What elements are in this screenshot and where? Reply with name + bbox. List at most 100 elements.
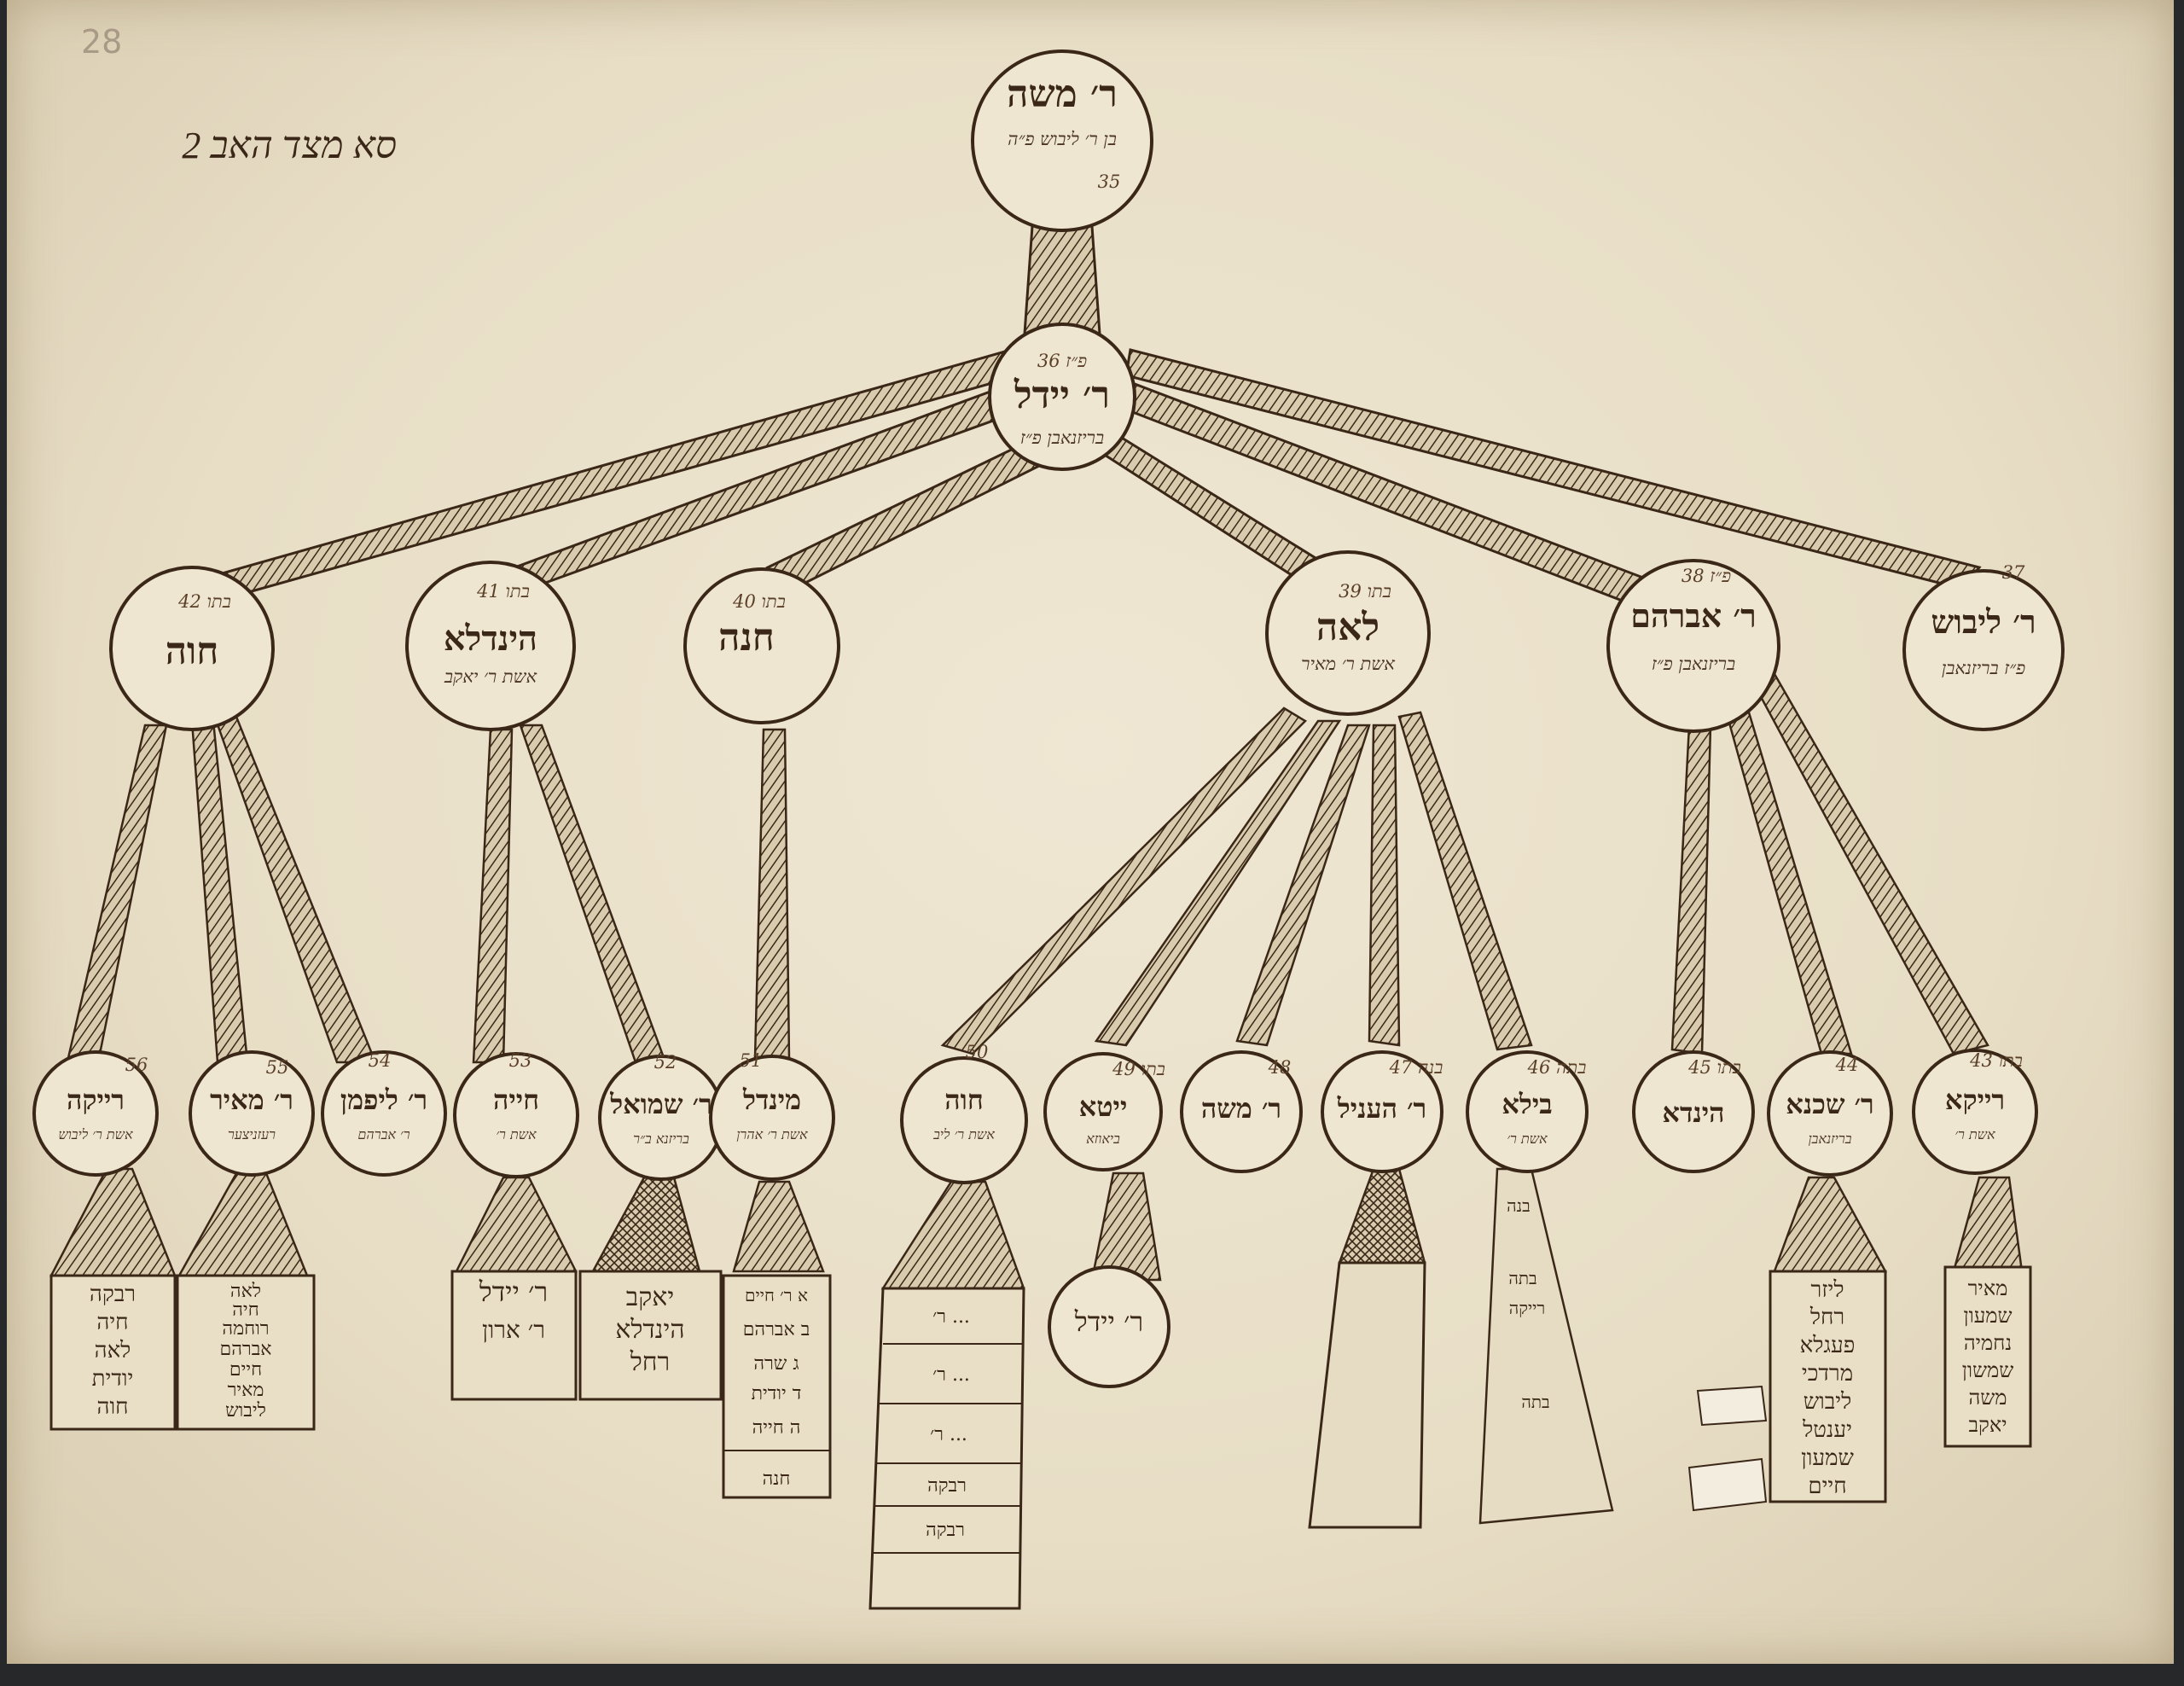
child-num: 40 בתו bbox=[732, 591, 786, 612]
child-num: 41 בתו bbox=[476, 581, 530, 602]
grandchild-name: ר׳ העניל bbox=[1337, 1092, 1427, 1125]
svg-text:ליזר: ליזר bbox=[1811, 1277, 1844, 1303]
svg-text:ד יודית: ד יודית bbox=[752, 1383, 802, 1404]
box-56: רבקה חיה לאה יודית חוה bbox=[49, 1274, 177, 1431]
node-child-chana[interactable]: 40 בתו חנה bbox=[683, 567, 840, 724]
grandchild-sub: אשת ר׳ אהרן bbox=[736, 1126, 808, 1142]
grandchild-num: 49 בתו bbox=[1112, 1059, 1165, 1079]
svg-text:ר׳ ...: ר׳ ... bbox=[932, 1364, 970, 1386]
node-grandchild-45[interactable]: 45 בתו הינדא bbox=[1632, 1050, 1755, 1173]
grandchild-sub: אשת ר׳ ליב bbox=[932, 1126, 995, 1142]
strip-47 bbox=[1308, 1261, 1426, 1529]
grandchild-sub: בריזנא ב״ר bbox=[633, 1131, 689, 1147]
box-43: מאיר שמעון נחמיה שמשון משה יאקב bbox=[1943, 1265, 2032, 1448]
node-child-lea[interactable]: 39 בתו לאה אשת ר׳ מאיר bbox=[1265, 550, 1431, 716]
grandchild-num: 43 בתו bbox=[1969, 1050, 2023, 1071]
grandchild-num: 48 bbox=[1268, 1057, 1292, 1078]
node-grandchild-48[interactable]: 48 ר׳ משה bbox=[1180, 1050, 1303, 1173]
box-55: לאה חיה רוחמה אברהם חיים מאיר ליבוש bbox=[176, 1274, 316, 1431]
child-sub: אשת ר׳ יאקב bbox=[444, 666, 537, 687]
box-52: יאקב הינדלא רחל bbox=[578, 1270, 723, 1401]
node-root[interactable]: ר׳ משה בן ר׳ ליבוש פ״ה 35 bbox=[971, 49, 1153, 232]
box-49: ר׳ יידל bbox=[1048, 1265, 1170, 1388]
grandchild-name: ר׳ שכנא bbox=[1786, 1088, 1874, 1120]
node-grandchild-49[interactable]: 49 בתו ייטא ביאוזא bbox=[1043, 1052, 1165, 1171]
node-grandchild-46[interactable]: 46 בתה בילא אשת ר׳ bbox=[1466, 1050, 1589, 1173]
svg-text:חוה: חוה bbox=[97, 1394, 129, 1420]
grandchild-name: חוה bbox=[944, 1084, 984, 1116]
root-sub: בן ר׳ ליבוש פ״ה bbox=[1008, 129, 1117, 149]
node-grandchild-44[interactable]: 44 ר׳ שכנא בריזנאבן bbox=[1767, 1050, 1893, 1177]
grandchild-num: 53 bbox=[509, 1050, 532, 1071]
node-grandchild-56[interactable]: 56 רייקה אשת ר׳ ליבוש bbox=[32, 1050, 159, 1177]
child-num: 38 פ״ז bbox=[1682, 566, 1731, 586]
box-51: א ר׳ חיים ב אברהם ג שרה ד יודית ה חייה ח… bbox=[722, 1274, 832, 1499]
node-child-chava[interactable]: 42 בתו חוה bbox=[109, 566, 275, 731]
box-50: ר׳ ... ר׳ ... ר׳ ... רבקה רבקה bbox=[868, 1287, 1025, 1610]
node-grandchild-53[interactable]: 53 חייה אשת ר׳ bbox=[453, 1050, 579, 1178]
child-sub: פ״ז בריזנאבן bbox=[1942, 658, 2025, 678]
root-name: ר׳ משה bbox=[1007, 73, 1118, 116]
grandchild-num: 52 bbox=[654, 1052, 677, 1073]
svg-text:הינדלא: הינדלא bbox=[615, 1315, 684, 1345]
grandchild-name: בילא bbox=[1502, 1088, 1552, 1120]
child-name: חנה bbox=[718, 616, 775, 660]
grandchild-sub: בריזנאבן bbox=[1809, 1131, 1852, 1147]
node-grandchild-52[interactable]: 52 ר׳ שמואל בריזנא ב״ר bbox=[598, 1052, 724, 1181]
margin-note: 2 סא מצד האב bbox=[182, 125, 397, 166]
grandchild-sub: אשת ר׳ bbox=[496, 1126, 537, 1142]
svg-text:ר׳ ...: ר׳ ... bbox=[932, 1306, 970, 1328]
second-name: ר׳ יידל bbox=[1014, 374, 1110, 417]
grandchild-sub: אשת ר׳ bbox=[1955, 1126, 1995, 1142]
node-grandchild-51[interactable]: 51 מינדל אשת ר׳ אהרן bbox=[709, 1050, 835, 1181]
grandchild-name: ר׳ משה bbox=[1201, 1092, 1281, 1125]
svg-text:מרדכי: מרדכי bbox=[1802, 1361, 1853, 1387]
grandchild-num: 56 bbox=[125, 1055, 148, 1075]
grandchild-num: 47 בנה bbox=[1389, 1057, 1443, 1078]
svg-text:נחמיה: נחמיה bbox=[1964, 1331, 2012, 1355]
grandchild-name: ר׳ מאיר bbox=[210, 1084, 293, 1116]
grandchild-num: 45 בתו bbox=[1687, 1057, 1741, 1078]
node-grandchild-43[interactable]: 43 בתו רייקא אשת ר׳ bbox=[1912, 1049, 2038, 1175]
grandchild-name: הינדא bbox=[1662, 1096, 1724, 1129]
grandchild-sub: רעזניצער bbox=[228, 1126, 276, 1142]
svg-text:חיים: חיים bbox=[229, 1359, 262, 1381]
svg-text:חיים: חיים bbox=[1808, 1474, 1846, 1499]
node-grandchild-54[interactable]: 54 ר׳ ליפמן ר׳ אברהם bbox=[321, 1050, 447, 1177]
svg-text:ר׳ ...: ר׳ ... bbox=[930, 1424, 967, 1445]
grandchild-sub: אשת ר׳ ליבוש bbox=[58, 1126, 133, 1142]
node-grandchild-47[interactable]: 47 בנה ר׳ העניל bbox=[1321, 1050, 1443, 1173]
grandchild-name: רייקא bbox=[1945, 1084, 2005, 1116]
grandchild-name: ר׳ ליפמן bbox=[340, 1084, 427, 1116]
svg-text:ר׳ יידל: ר׳ יידל bbox=[1074, 1305, 1143, 1338]
svg-text:רבקה: רבקה bbox=[927, 1475, 967, 1497]
svg-text:משה: משה bbox=[1968, 1386, 2007, 1410]
svg-text:רבקה: רבקה bbox=[90, 1282, 136, 1307]
grandchild-num: 44 bbox=[1835, 1055, 1859, 1075]
svg-text:שמעון: שמעון bbox=[1963, 1304, 2012, 1328]
svg-text:בתה: בתה bbox=[1508, 1268, 1536, 1288]
svg-text:יענטל: יענטל bbox=[1802, 1417, 1852, 1443]
child-name: הינדלא bbox=[444, 619, 537, 659]
child-sub: בריזנאבן פ״ז bbox=[1652, 654, 1735, 674]
grandchild-num: 50 bbox=[966, 1042, 989, 1062]
box-44: ליזר רחל פעגלא מרדכי ליבוש יענטל שמעון ח… bbox=[1769, 1270, 1887, 1503]
node-child-hindla[interactable]: 41 בתו הינדלא אשת ר׳ יאקב bbox=[405, 561, 576, 731]
node-child-lejbusch[interactable]: 37 ר׳ ליבוש פ״ז בריזנאבן bbox=[1902, 562, 2065, 731]
node-grandchild-55[interactable]: 55 ר׳ מאיר רעזניצער bbox=[189, 1050, 315, 1177]
svg-text:א ר׳ חיים: א ר׳ חיים bbox=[745, 1285, 808, 1305]
grandchild-name: ר׳ שמואל bbox=[609, 1088, 712, 1120]
grandchild-num: 54 bbox=[369, 1050, 392, 1071]
node-child-avraham[interactable]: 38 פ״ז ר׳ אברהם בריזנאבן פ״ז bbox=[1606, 559, 1780, 733]
svg-text:ר׳ ארון: ר׳ ארון bbox=[482, 1316, 545, 1344]
svg-text:רוחמה: רוחמה bbox=[222, 1318, 269, 1340]
second-num: 36 פ״ז bbox=[1037, 351, 1087, 371]
svg-text:לאה: לאה bbox=[95, 1338, 131, 1363]
box-53: ר׳ יידל ר׳ ארון bbox=[450, 1270, 578, 1401]
box-46: בנה בתה רייקה בתה bbox=[1507, 1195, 1550, 1412]
node-grandchild-50[interactable]: 50 חוה אשת ר׳ ליב bbox=[900, 1042, 1028, 1184]
svg-text:ליבוש: ליבוש bbox=[225, 1400, 266, 1421]
child-sub: אשת ר׳ מאיר bbox=[1301, 654, 1395, 674]
node-second[interactable]: 36 פ״ז ר׳ יידל בריזנאבן פ״ז bbox=[988, 323, 1136, 471]
